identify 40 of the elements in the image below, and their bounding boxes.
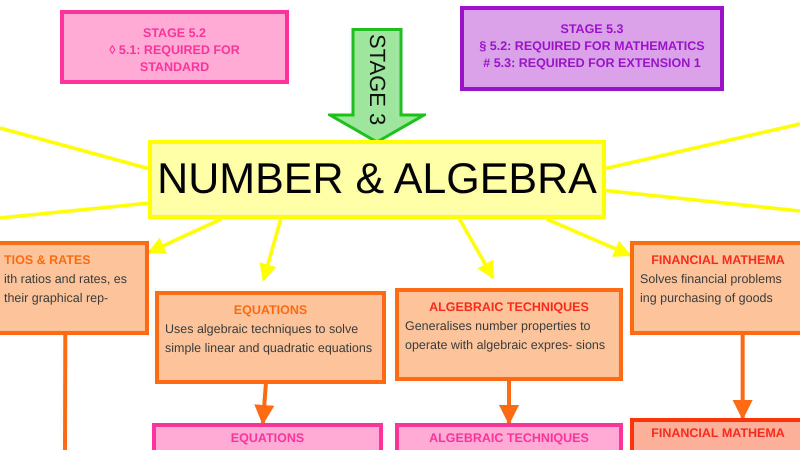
arrow (147, 217, 222, 254)
connector-line (606, 122, 800, 170)
box-title: ALGEBRAIC TECHNIQUES (428, 430, 590, 447)
stage-box (60, 10, 289, 84)
stage-title: STAGE 5.3 (560, 21, 624, 38)
stage-note: # 5.3: REQUIRED FOR EXTENSION 1 (482, 55, 702, 72)
topic-box (395, 423, 623, 450)
topic-box (395, 288, 623, 381)
arrow (458, 218, 495, 280)
box-description: Uses algebraic techniques to solve simple linear and quadratic equations (165, 321, 374, 357)
arrow (259, 218, 282, 282)
connector-line (606, 188, 800, 213)
topic-box (0, 241, 149, 335)
arrow (546, 217, 632, 257)
topic-box (148, 140, 606, 219)
box-title: FINANCIAL MATHEMA (650, 252, 786, 269)
box-title: EQUATIONS (230, 430, 306, 447)
arrow (499, 381, 519, 425)
connector-line (63, 335, 68, 450)
box-title: EQUATIONS (232, 302, 308, 319)
box-description: ith ratios and rates, es their graphical rep- (4, 271, 128, 307)
box-description: Generalises number properties to operate with algebraic expres- sions (405, 318, 606, 354)
box-title: FINANCIAL MATHEMA (650, 425, 786, 442)
arrow (254, 384, 274, 425)
stage-note: ◊ 5.1: REQUIRED FOR STANDARD (108, 42, 241, 76)
stage-note: § 5.2: REQUIRED FOR MATHEMATICS (478, 38, 706, 55)
stage-title: STAGE 5.2 (142, 25, 207, 42)
topic-box (630, 241, 800, 335)
arrow (732, 335, 753, 420)
topic-box (155, 291, 386, 384)
topic-title: NUMBER & ALGEBRA (156, 154, 598, 205)
stage-label: STAGE 3 (364, 34, 390, 126)
topic-box (630, 418, 800, 450)
connector-line (0, 201, 148, 220)
stage-box (460, 6, 724, 91)
box-title: ALGEBRAIC TECHNIQUES (428, 299, 590, 316)
box-description: Solves financial problems ing purchasing of goods (640, 271, 783, 307)
box-title: TIOS & RATES (4, 252, 92, 269)
connector-line (0, 126, 148, 170)
topic-box (152, 423, 383, 450)
